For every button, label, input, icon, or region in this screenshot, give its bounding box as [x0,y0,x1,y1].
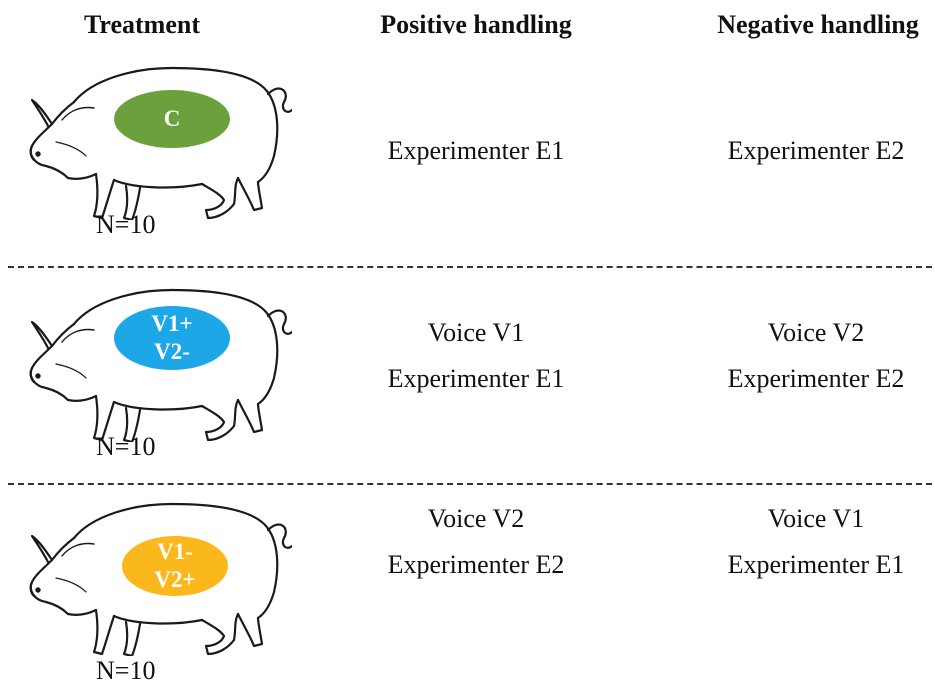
group-size: N=10 [96,210,156,239]
row-divider [8,483,932,485]
negative-handling-cell: Voice V2 Experimenter E2 [666,310,935,402]
treatment-badge: V1+ V2- [114,306,230,370]
treatment-row-v1plus: V1+ V2- N=10 Voice V1 Experimenter E1 Vo… [0,282,935,472]
handling-line: Voice V1 [767,504,865,533]
pig-illustration: V1- V2+ [22,496,292,656]
row-divider [8,266,932,268]
handling-line: Experimenter E2 [727,364,905,393]
treatment-badge: V1- V2+ [122,536,228,596]
negative-handling-cell: Experimenter E2 [666,128,935,174]
treatment-badge: C [114,90,230,148]
badge-line: V1+ [151,311,193,336]
handling-line: Experimenter E2 [727,136,905,165]
handling-line: Voice V2 [427,504,525,533]
group-size: N=10 [96,656,156,685]
pig-illustration: C [22,60,292,220]
badge-line: V1- [157,539,193,564]
badge-line: V2+ [154,567,196,592]
handling-line: Experimenter E1 [387,136,565,165]
positive-handling-header: Positive handling [380,10,572,39]
treatment-row-control: C N=10 Experimenter E1 Experimenter E2 [0,60,935,250]
positive-handling-cell: Experimenter E1 [326,128,626,174]
negative-handling-cell: Voice V1 Experimenter E1 [666,496,935,588]
handling-line: Voice V2 [767,318,865,347]
handling-line: Experimenter E1 [727,550,905,579]
handling-line: Experimenter E1 [387,364,565,393]
handling-line: Experimenter E2 [387,550,565,579]
pig-illustration: V1+ V2- [22,282,292,442]
badge-line: C [163,106,181,131]
handling-line: Voice V1 [427,318,525,347]
positive-handling-cell: Voice V2 Experimenter E2 [326,496,626,588]
group-size: N=10 [96,432,156,461]
badge-line: V2- [154,339,190,364]
negative-handling-header: Negative handling [717,10,919,39]
positive-handling-cell: Voice V1 Experimenter E1 [326,310,626,402]
treatment-header: Treatment [84,10,200,39]
treatment-row-v2plus: V1- V2+ N=10 Voice V2 Experimenter E2 Vo… [0,496,935,686]
